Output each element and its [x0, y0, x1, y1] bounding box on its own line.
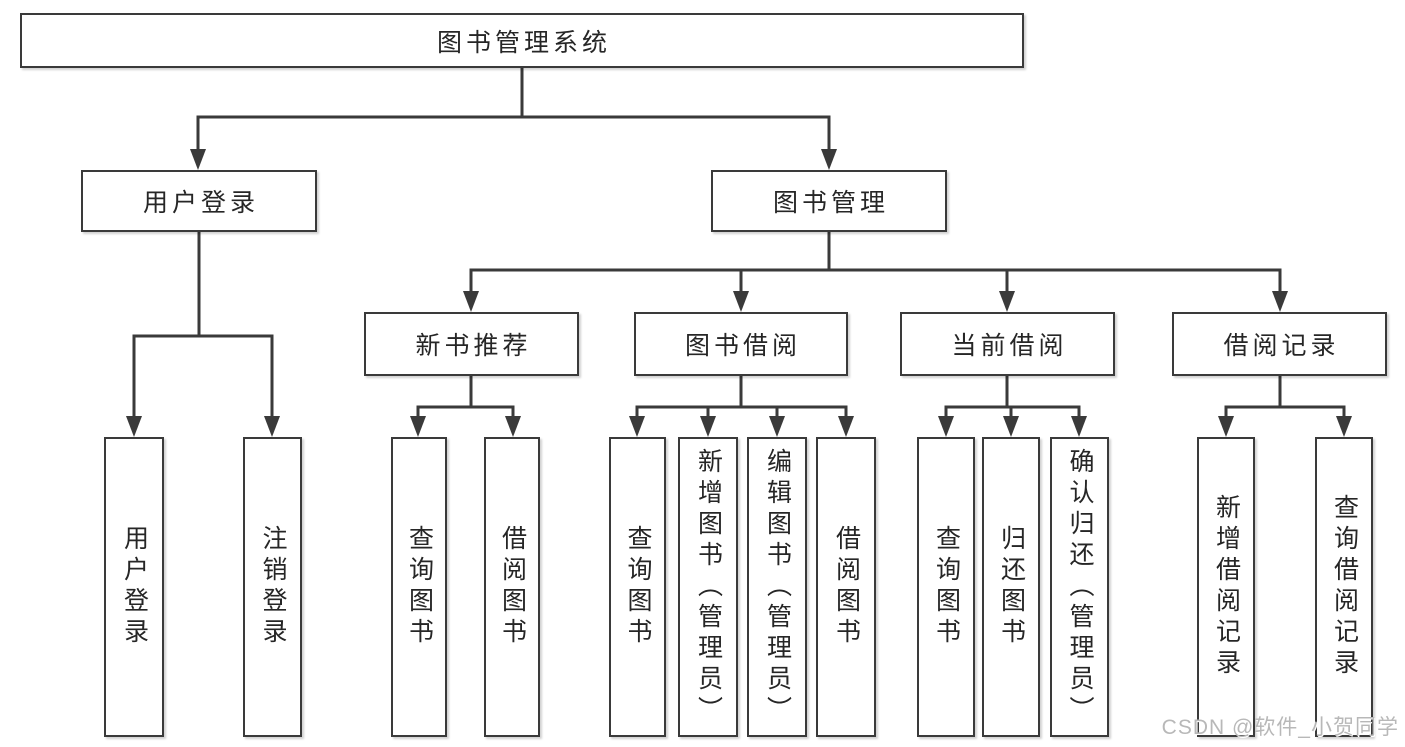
node-new-books-label: 新书推荐 [415, 332, 532, 360]
node-new-books: 新书推荐 [364, 312, 579, 376]
leaf-bookborrow-edit-label: 编辑图书（管理员） [763, 447, 792, 727]
leaf-currentborrow-return: 归还图书 [982, 437, 1040, 737]
connector-root-to-level1 [190, 68, 837, 170]
leaf-currentborrow-return-label: 归还图书 [997, 525, 1026, 649]
leaf-bookborrow-add: 新增图书（管理员） [678, 437, 738, 737]
node-book-borrow: 图书借阅 [634, 312, 848, 376]
leaf-currentborrow-query: 查询图书 [917, 437, 975, 737]
node-current-borrow: 当前借阅 [900, 312, 1115, 376]
node-user-login: 用户登录 [81, 170, 317, 232]
leaf-newbooks-borrow-label: 借阅图书 [498, 525, 527, 649]
leaf-bookborrow-query-label: 查询图书 [624, 525, 652, 649]
leaf-bookborrow-borrow-label: 借阅图书 [832, 525, 861, 649]
leaf-records-add-label: 新增借阅记录 [1212, 494, 1241, 680]
connector-newbooks-to-leaves [410, 376, 521, 437]
leaf-user-login-label: 用户登录 [120, 525, 149, 649]
leaf-newbooks-query: 查询图书 [391, 437, 447, 737]
connector-currentborrow-to-leaves [938, 376, 1087, 437]
leaf-bookborrow-query: 查询图书 [609, 437, 666, 737]
node-borrow-records-label: 借阅记录 [1223, 332, 1340, 360]
leaf-currentborrow-confirm-label: 确认归还（管理员） [1066, 447, 1094, 727]
leaf-records-add: 新增借阅记录 [1197, 437, 1255, 737]
leaf-logout: 注销登录 [243, 437, 302, 737]
node-user-login-label: 用户登录 [142, 189, 259, 217]
leaf-currentborrow-query-label: 查询图书 [932, 525, 961, 649]
connector-borrowrecords-to-leaves [1218, 376, 1352, 437]
connector-userlogin-to-leaves [126, 232, 280, 437]
watermark: CSDN @软件_小贺同学 [1161, 716, 1399, 739]
connector-bookmgmt-to-level2 [463, 232, 1288, 312]
leaf-newbooks-query-label: 查询图书 [405, 525, 434, 649]
node-borrow-records: 借阅记录 [1172, 312, 1387, 376]
leaf-currentborrow-confirm: 确认归还（管理员） [1050, 437, 1109, 737]
leaf-records-query: 查询借阅记录 [1315, 437, 1373, 737]
leaf-records-query-label: 查询借阅记录 [1330, 494, 1359, 680]
node-root: 图书管理系统 [20, 13, 1024, 68]
node-book-management-label: 图书管理 [772, 189, 889, 217]
connector-bookborrow-to-leaves [629, 376, 854, 437]
node-book-borrow-label: 图书借阅 [684, 332, 801, 360]
node-root-label: 图书管理系统 [436, 28, 611, 57]
node-book-management: 图书管理 [711, 170, 947, 232]
leaf-bookborrow-add-label: 新增图书（管理员） [694, 447, 723, 727]
leaf-user-login: 用户登录 [104, 437, 164, 737]
leaf-bookborrow-borrow: 借阅图书 [816, 437, 876, 737]
leaf-bookborrow-edit: 编辑图书（管理员） [747, 437, 807, 737]
node-current-borrow-label: 当前借阅 [951, 332, 1068, 360]
leaf-logout-label: 注销登录 [259, 525, 287, 649]
leaf-newbooks-borrow: 借阅图书 [484, 437, 540, 737]
